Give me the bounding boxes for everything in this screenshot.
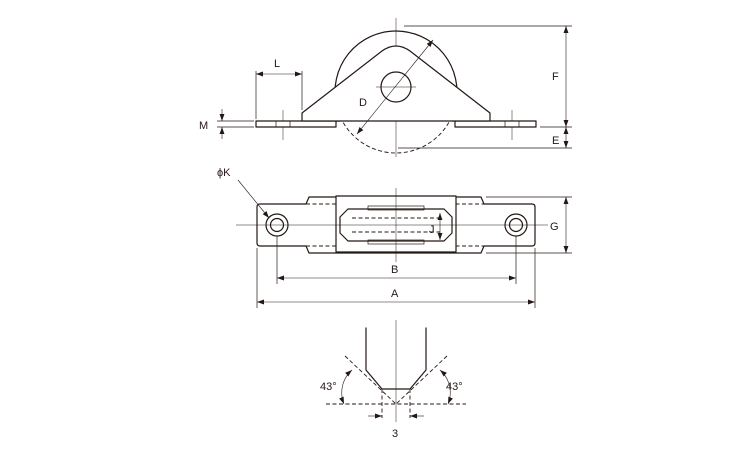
base-plate-right [454, 120, 537, 128]
angle-arc-left [339, 369, 353, 405]
base-plate [255, 120, 337, 128]
groove-projection-right [395, 355, 448, 405]
angle-right-label: 43° [446, 381, 463, 393]
dimension-m-label: M [199, 120, 208, 132]
dimension-f-label: F [552, 71, 559, 83]
angle-left-label: 43° [320, 381, 337, 393]
dimension-a-label: A [391, 288, 399, 300]
groove-width-label: 3 [392, 428, 398, 440]
wheel-outline-visible [334, 30, 458, 106]
top-plate-outline [256, 196, 536, 254]
groove-projection-left [344, 355, 397, 405]
dimension-e-label: E [552, 135, 559, 147]
dimension-d-label: D [359, 97, 367, 109]
groove-detail-view: 43° 43° 3 [320, 320, 466, 440]
dimension-l-label: L [274, 58, 280, 70]
wheel-outline-hidden [335, 104, 457, 154]
dimension-d-line [356, 39, 434, 135]
wheel-slot-outline [339, 208, 453, 242]
dimension-b-label: B [391, 264, 398, 276]
dimension-k-label: ϕK [217, 167, 231, 179]
front-view: D L M F E [199, 18, 572, 157]
angle-arc-right [439, 369, 453, 405]
dimension-g-label: G [550, 221, 559, 233]
dimension-k-leader [237, 179, 270, 219]
top-view: ϕK J G B A [217, 167, 572, 308]
dimension-j-label: J [429, 224, 435, 236]
